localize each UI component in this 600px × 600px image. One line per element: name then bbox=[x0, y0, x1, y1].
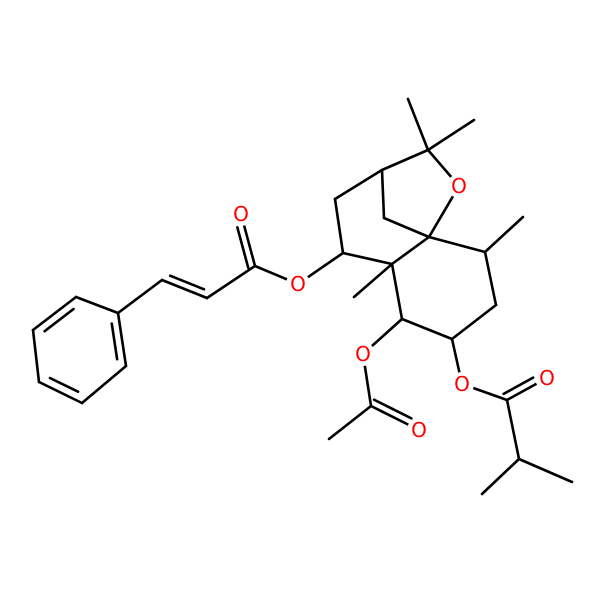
bond-phenyl bbox=[116, 311, 128, 368]
bond-ether-c-o bbox=[438, 162, 453, 179]
bond-isobutyrate-carbonyl-double bbox=[502, 384, 520, 396]
bond-ring-acetate-oxygen bbox=[370, 331, 389, 348]
bond-alkene-phenyl bbox=[116, 278, 164, 315]
bond-isopropyl-methyl-2 bbox=[517, 457, 574, 484]
bond-phenyl-inner bbox=[110, 322, 119, 361]
bond-alkene bbox=[160, 278, 209, 300]
bond-gem-methyl-1 bbox=[406, 97, 430, 152]
bond-ether-o-spiro bbox=[439, 195, 455, 218]
bond-ring-isobutyrate-oxygen bbox=[450, 337, 457, 357]
bond-cinnamate-o-carbonyl bbox=[253, 264, 273, 274]
bond-alkene-double bbox=[168, 274, 206, 291]
bond-angular-methyl bbox=[352, 262, 394, 299]
bond-isobutyrate-carbonyl bbox=[505, 390, 524, 402]
bond-quaternary-choac bbox=[390, 262, 404, 321]
bond-phenyl bbox=[74, 295, 120, 315]
bond-acetate-o-carbonyl bbox=[366, 384, 373, 408]
acetate-ester-oxygen: O bbox=[351, 342, 375, 366]
isobutyrate-carbonyl-oxygen-label: O bbox=[539, 366, 555, 390]
acetate-carbonyl-oxygen: O bbox=[407, 418, 431, 442]
bond-acetate-methyl bbox=[327, 404, 373, 441]
isobutyrate-carbonyl-oxygen: O bbox=[535, 366, 559, 390]
cinnamate-carbonyl-oxygen: O bbox=[229, 202, 253, 226]
bond-quaternary-spiro bbox=[390, 235, 431, 266]
bond-quaternary-bridgehead bbox=[380, 148, 430, 172]
bond-isobutyrate-ch bbox=[505, 398, 521, 461]
bond-ring-methyl bbox=[483, 215, 525, 254]
isobutyrate-ester-oxygen: O bbox=[450, 372, 474, 396]
bond-ring-ch2-choc bbox=[333, 197, 345, 255]
bond-carbonyl-alpha bbox=[205, 264, 257, 300]
ring-ether-oxygen-label: O bbox=[451, 174, 467, 198]
bond-cinnamate-o-carbonyl bbox=[269, 271, 289, 281]
bond-ring-cinnamate-oxygen bbox=[306, 263, 327, 279]
cinnamate-ester-oxygen: O bbox=[286, 272, 310, 296]
bond-ring-acetate-oxygen bbox=[385, 317, 404, 334]
bond-ether-c-o bbox=[426, 148, 441, 165]
bond-ring-cinnamate-oxygen bbox=[324, 251, 345, 267]
bond-chob-ch2 bbox=[450, 303, 498, 341]
bond-cinnamate-carbonyl-double bbox=[241, 246, 250, 270]
acetate-carbonyl-oxygen-label: O bbox=[411, 418, 427, 442]
bond-methylene-spiro bbox=[382, 216, 431, 239]
bond-phenyl bbox=[31, 295, 78, 332]
bond-cinnamate-carbonyl-double bbox=[236, 226, 245, 249]
bond-phenyl bbox=[37, 380, 84, 405]
bond-acetate-o-carbonyl bbox=[363, 364, 370, 388]
cinnamate-ester-oxygen-label: O bbox=[290, 272, 306, 296]
bond-layer bbox=[31, 97, 574, 496]
bond-acetate-carbonyl bbox=[388, 414, 410, 426]
cinnamate-carbonyl-oxygen-label: O bbox=[233, 202, 249, 226]
bond-ring-isobutyrate-oxygen bbox=[454, 354, 461, 374]
bond-cinnamate-carbonyl bbox=[248, 244, 257, 268]
bond-choac-chob bbox=[400, 317, 454, 341]
bond-ch2-chme bbox=[483, 250, 498, 307]
bond-phenyl-inner bbox=[43, 307, 75, 333]
bond-acetate-carbonyl-double bbox=[391, 407, 413, 420]
bond-isobutyrate-o-carbonyl bbox=[472, 386, 492, 396]
bond-acetate-carbonyl bbox=[369, 404, 391, 417]
bond-phenyl-inner bbox=[48, 376, 80, 394]
acetate-ester-oxygen-label: O bbox=[355, 342, 371, 366]
bond-chme-spiro bbox=[427, 235, 487, 254]
bond-acetate-carbonyl-double bbox=[372, 398, 395, 411]
bond-isobutyrate-carbonyl bbox=[520, 382, 538, 394]
bond-phenyl bbox=[31, 328, 41, 384]
ring-ether-oxygen: O bbox=[447, 174, 471, 198]
bond-isopropyl-methyl-1 bbox=[480, 457, 521, 496]
bond-bridgehead-ring bbox=[333, 168, 384, 201]
isobutyrate-ester-oxygen-label: O bbox=[454, 372, 470, 396]
bond-gem-methyl-2 bbox=[426, 118, 476, 152]
bond-bridgehead-methylene bbox=[380, 168, 386, 220]
atom-label-layer: O O O O O O O bbox=[229, 174, 559, 442]
bond-choc-quaternary bbox=[341, 251, 394, 266]
bond-ether-o-spiro bbox=[427, 215, 443, 239]
bond-phenyl bbox=[80, 364, 128, 405]
bond-isobutyrate-carbonyl-double bbox=[517, 376, 535, 388]
bond-cinnamate-carbonyl bbox=[242, 224, 251, 248]
bond-isobutyrate-o-carbonyl bbox=[488, 392, 509, 402]
